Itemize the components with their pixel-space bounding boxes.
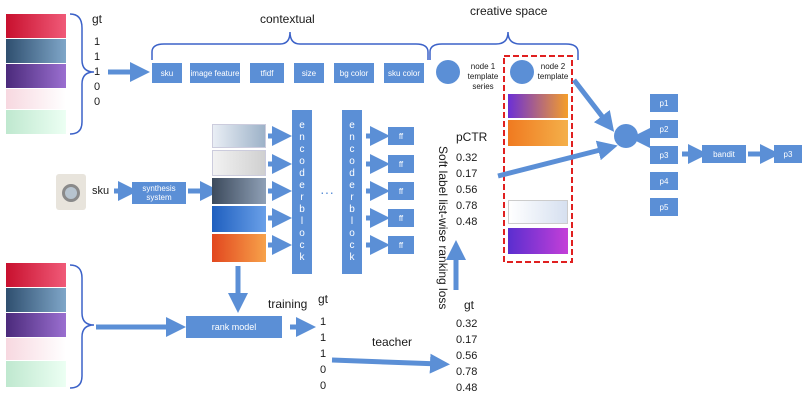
bottom-gt-3: 0.56	[456, 350, 478, 362]
creative-thumb-3	[508, 200, 568, 224]
top-gt-2: 1	[94, 51, 101, 63]
arrow-to-circle	[497, 140, 618, 179]
aggregator-circle	[614, 124, 638, 148]
top-gt-1: 1	[94, 36, 101, 48]
feature-sku: sku	[152, 63, 182, 83]
synth-image-4	[212, 206, 266, 232]
node2-circle	[510, 60, 534, 84]
top-gt-5: 0	[94, 96, 101, 108]
synth-image-2	[212, 150, 266, 176]
creative-brace	[429, 31, 579, 60]
bottom-thumb-1	[6, 263, 66, 287]
contextual-title: contextual	[260, 12, 315, 26]
ff-box-4: ff	[388, 209, 414, 227]
bottom-gt-4: 0.78	[456, 366, 478, 378]
arm-p3: p3	[650, 146, 678, 164]
feature-size: size	[294, 63, 324, 83]
loss-label: Soft label list-wise ranking loss	[436, 146, 450, 310]
node2-label: node 2 template	[537, 62, 569, 81]
synth-image-5	[212, 234, 266, 262]
sku-image	[56, 174, 86, 210]
contextual-brace	[151, 31, 429, 60]
ff-box-3: ff	[388, 182, 414, 200]
bottom-thumb-3	[6, 313, 66, 337]
training-gt-1: 1	[320, 316, 327, 328]
creative-thumb-4	[508, 228, 568, 254]
training-gt-label: gt	[318, 292, 329, 306]
training-gt-3: 1	[320, 348, 327, 360]
arm-p5: p5	[650, 198, 678, 216]
top-gt-label: gt	[92, 12, 103, 26]
training-gt-5: 0	[320, 380, 327, 392]
bottom-thumb-5	[6, 361, 66, 387]
training-label: training	[268, 297, 308, 311]
synthesis-system-box: synthesis system	[132, 182, 186, 204]
feature-bg-color: bg color	[334, 63, 374, 83]
top-gt-4: 0	[94, 81, 101, 93]
pctr-title: pCTR	[456, 130, 488, 144]
arm-p2: p2	[650, 120, 678, 138]
arrow-node2-to-circle	[572, 78, 615, 132]
ad-thumb-5	[6, 110, 66, 134]
pctr-2: 0.17	[456, 168, 478, 180]
node1-label: node 1 template series	[467, 62, 499, 91]
feature-image: image feature	[190, 63, 240, 83]
synth-image-1	[212, 124, 266, 148]
arm-p4: p4	[650, 172, 678, 190]
arm-p1: p1	[650, 94, 678, 112]
bottom-left-brace	[69, 264, 95, 389]
bottom-gt-1: 0.32	[456, 318, 478, 330]
top-left-brace	[69, 13, 95, 135]
creative-thumb-1	[508, 94, 568, 118]
synth-image-3	[212, 178, 266, 204]
ad-thumb-3	[6, 64, 66, 88]
pctr-4: 0.78	[456, 200, 478, 212]
pctr-1: 0.32	[456, 152, 478, 164]
creative-thumb-2	[508, 120, 568, 146]
bottom-thumb-4	[6, 338, 66, 360]
bottom-gt-label: gt	[464, 298, 475, 312]
ff-box-5: ff	[388, 236, 414, 254]
bandit-output: p3	[774, 145, 802, 163]
ad-thumb-4	[6, 89, 66, 109]
pctr-5: 0.48	[456, 216, 478, 228]
ff-box-2: ff	[388, 155, 414, 173]
bandit-box: bandit	[702, 145, 746, 163]
ad-thumb-2	[6, 39, 66, 63]
arrow-teacher	[331, 353, 450, 374]
ff-box-1: ff	[388, 127, 414, 145]
ellipsis: ···	[320, 184, 334, 200]
bottom-gt-5: 0.48	[456, 382, 478, 394]
washer-door-icon	[62, 184, 80, 202]
training-gt-4: 0	[320, 364, 327, 376]
training-gt-2: 1	[320, 332, 327, 344]
creative-space-title: creative space	[470, 4, 548, 18]
top-gt-3: 1	[94, 66, 101, 78]
node1-circle	[436, 60, 460, 84]
pctr-3: 0.56	[456, 184, 478, 196]
bottom-gt-2: 0.17	[456, 334, 478, 346]
teacher-label: teacher	[372, 335, 413, 349]
rank-model-box: rank model	[186, 316, 282, 338]
feature-sku-color: sku color	[384, 63, 424, 83]
sku-label: sku	[92, 185, 110, 197]
bottom-thumb-2	[6, 288, 66, 312]
ad-thumb-1	[6, 14, 66, 38]
feature-tfidf: tfidf	[250, 63, 284, 83]
